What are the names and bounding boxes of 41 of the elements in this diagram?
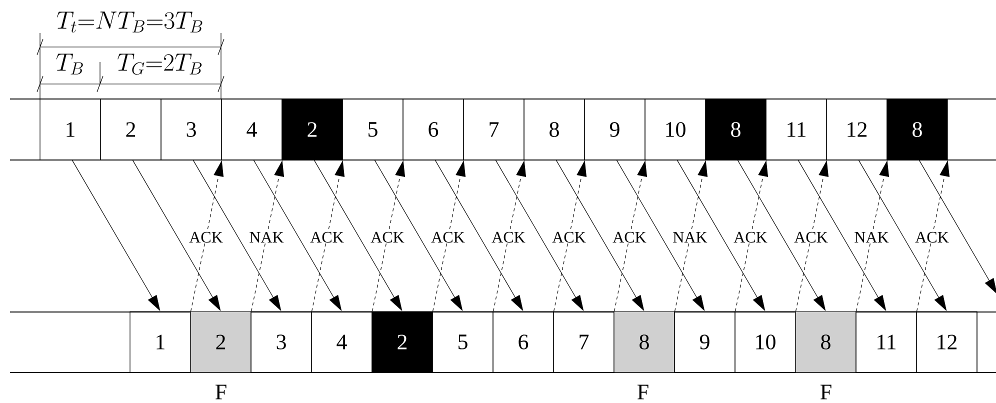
edge-label: NAK — [854, 231, 890, 244]
edge-label: ACK — [612, 231, 647, 244]
dimension-label: $T_t{=}NT_B{=}3T_B$ — [57, 12, 202, 33]
frame-cell: 1 — [40, 98, 101, 160]
edge-label: ACK — [794, 231, 828, 244]
frame-cell: 8 — [705, 98, 766, 160]
edge-label: ACK — [188, 231, 224, 244]
frame-cell: 3 — [160, 98, 222, 160]
frame-cell: 7 — [463, 98, 524, 160]
frame-mark: F — [820, 384, 832, 400]
dimension-label: $T_B$ — [56, 54, 83, 74]
frame-cell: 2 — [282, 98, 343, 160]
edge-label: ACK — [733, 231, 768, 244]
edge-label: ACK — [310, 231, 344, 244]
frame-cell: 8 — [524, 98, 585, 160]
frame-cell: 5 — [342, 98, 404, 160]
frame-cell: 8 — [614, 311, 675, 373]
edge-label: ACK — [552, 231, 586, 244]
edge-label: NAK — [248, 231, 284, 244]
edge-label: ACK — [430, 231, 466, 244]
frame-cell: 2 — [190, 311, 252, 373]
edge-label: NAK — [672, 231, 708, 244]
frame-cell: 2 — [100, 98, 162, 160]
frame-cell: 11 — [856, 311, 917, 373]
frame-cell: 12 — [916, 311, 978, 373]
edge-label: ACK — [491, 231, 526, 244]
frame-cell: 9 — [584, 98, 646, 160]
frame-cell: 6 — [492, 311, 554, 373]
frame-cell: 3 — [250, 311, 312, 373]
frame-cell: 5 — [432, 311, 494, 373]
frame-mark: F — [638, 384, 648, 400]
frame-cell: 8 — [886, 98, 948, 160]
edge-label: ACK — [370, 231, 405, 244]
frame-cell: 2 — [372, 311, 433, 373]
frame-mark: F — [216, 384, 226, 400]
dimension-label: $T_G{=}2T_B$ — [118, 54, 202, 75]
frame-cell: 8 — [795, 311, 856, 373]
edge-label: ACK — [914, 231, 950, 244]
frame-cell: 9 — [674, 311, 736, 373]
frame-cell: 6 — [402, 98, 464, 160]
frame-cell: 11 — [766, 98, 827, 160]
